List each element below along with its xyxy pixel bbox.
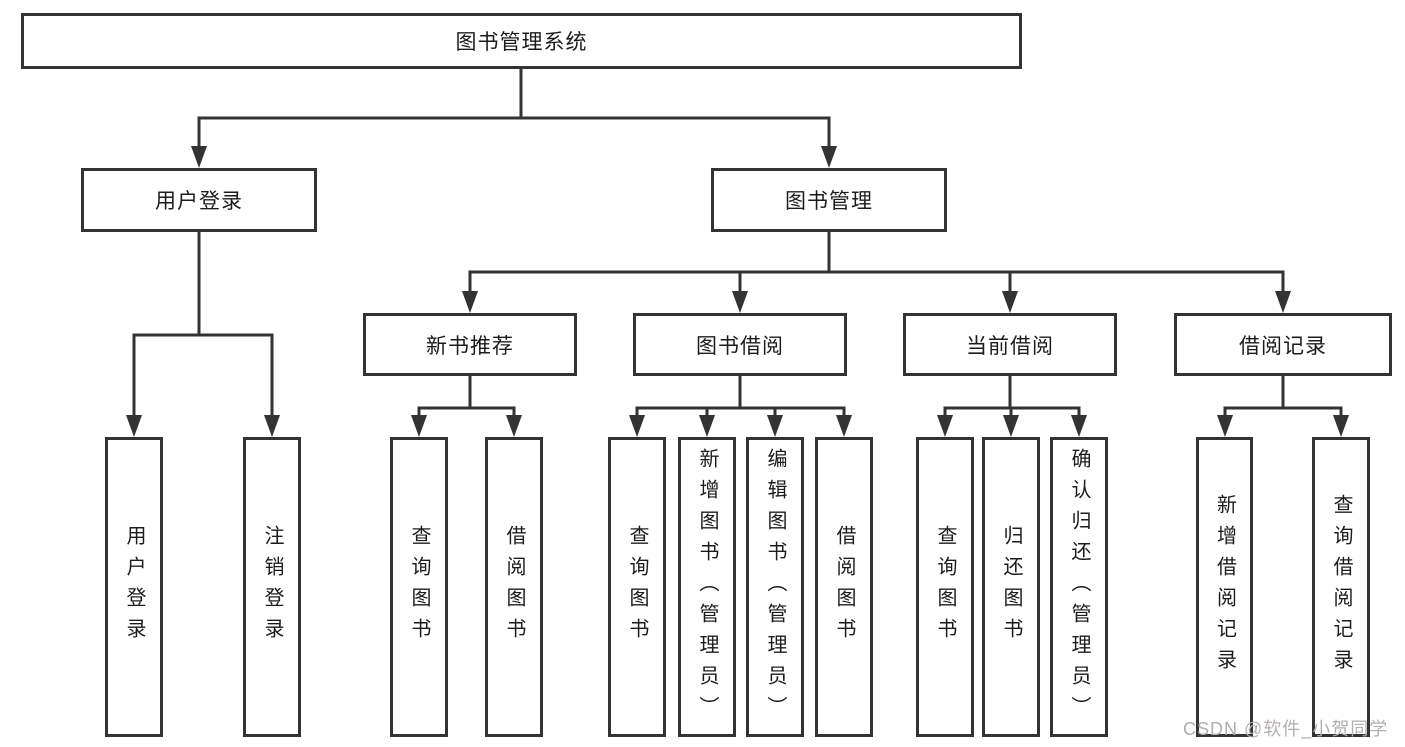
node-current-borrow: 当前借阅 [903, 313, 1117, 376]
node-user-login: 用户登录 [81, 168, 317, 232]
node-book-borrow: 图书借阅 [633, 313, 847, 376]
arrowhead [264, 415, 280, 437]
arrowhead [821, 146, 837, 168]
node-add-borrow-record: 新增借阅记录 [1196, 437, 1253, 737]
node-borrow-books-recommend: 借阅图书 [485, 437, 543, 737]
node-root: 图书管理系统 [21, 13, 1022, 69]
node-edit-books-admin: 编辑图书（管理员） [746, 437, 804, 737]
arrowhead [506, 415, 522, 437]
connector-book-mgmt-branch [468, 230, 1285, 295]
node-return-books: 归还图书 [982, 437, 1040, 737]
node-query-books-recommend: 查询图书 [390, 437, 448, 737]
arrowhead [126, 415, 142, 437]
arrowhead [1275, 291, 1291, 313]
node-borrow-records: 借阅记录 [1174, 313, 1392, 376]
node-new-book-recommend: 新书推荐 [363, 313, 577, 376]
connector-borrow-records-branch [1223, 374, 1343, 420]
arrowhead [1003, 415, 1019, 437]
node-confirm-return-admin: 确认归还（管理员） [1050, 437, 1108, 737]
node-query-borrow-record: 查询借阅记录 [1312, 437, 1370, 737]
node-book-management: 图书管理 [711, 168, 947, 232]
arrowhead [629, 415, 645, 437]
arrowhead [1071, 415, 1087, 437]
arrowhead [411, 415, 427, 437]
connector-root-branch [197, 67, 831, 152]
node-add-books-admin: 新增图书（管理员） [678, 437, 736, 737]
connector-new-book-rec-branch [417, 374, 516, 420]
arrowhead [836, 415, 852, 437]
arrowhead [767, 415, 783, 437]
node-query-books-current: 查询图书 [916, 437, 974, 737]
arrowhead [1333, 415, 1349, 437]
node-user-login-action: 用户登录 [105, 437, 163, 737]
connector-user-login-branch [132, 230, 274, 420]
arrowhead [1002, 291, 1018, 313]
connector-book-borrow-branch [635, 374, 846, 420]
csdn-watermark: CSDN @软件_小贺同学 [1183, 719, 1389, 739]
node-borrow-books-action: 借阅图书 [815, 437, 873, 737]
node-logout-action: 注销登录 [243, 437, 301, 737]
arrowhead [732, 291, 748, 313]
connector-current-borrow-branch [943, 374, 1081, 420]
arrowhead [699, 415, 715, 437]
arrowhead [937, 415, 953, 437]
node-query-books-borrow: 查询图书 [608, 437, 666, 737]
arrowhead [1217, 415, 1233, 437]
arrowhead [191, 146, 207, 168]
arrowhead [462, 291, 478, 313]
